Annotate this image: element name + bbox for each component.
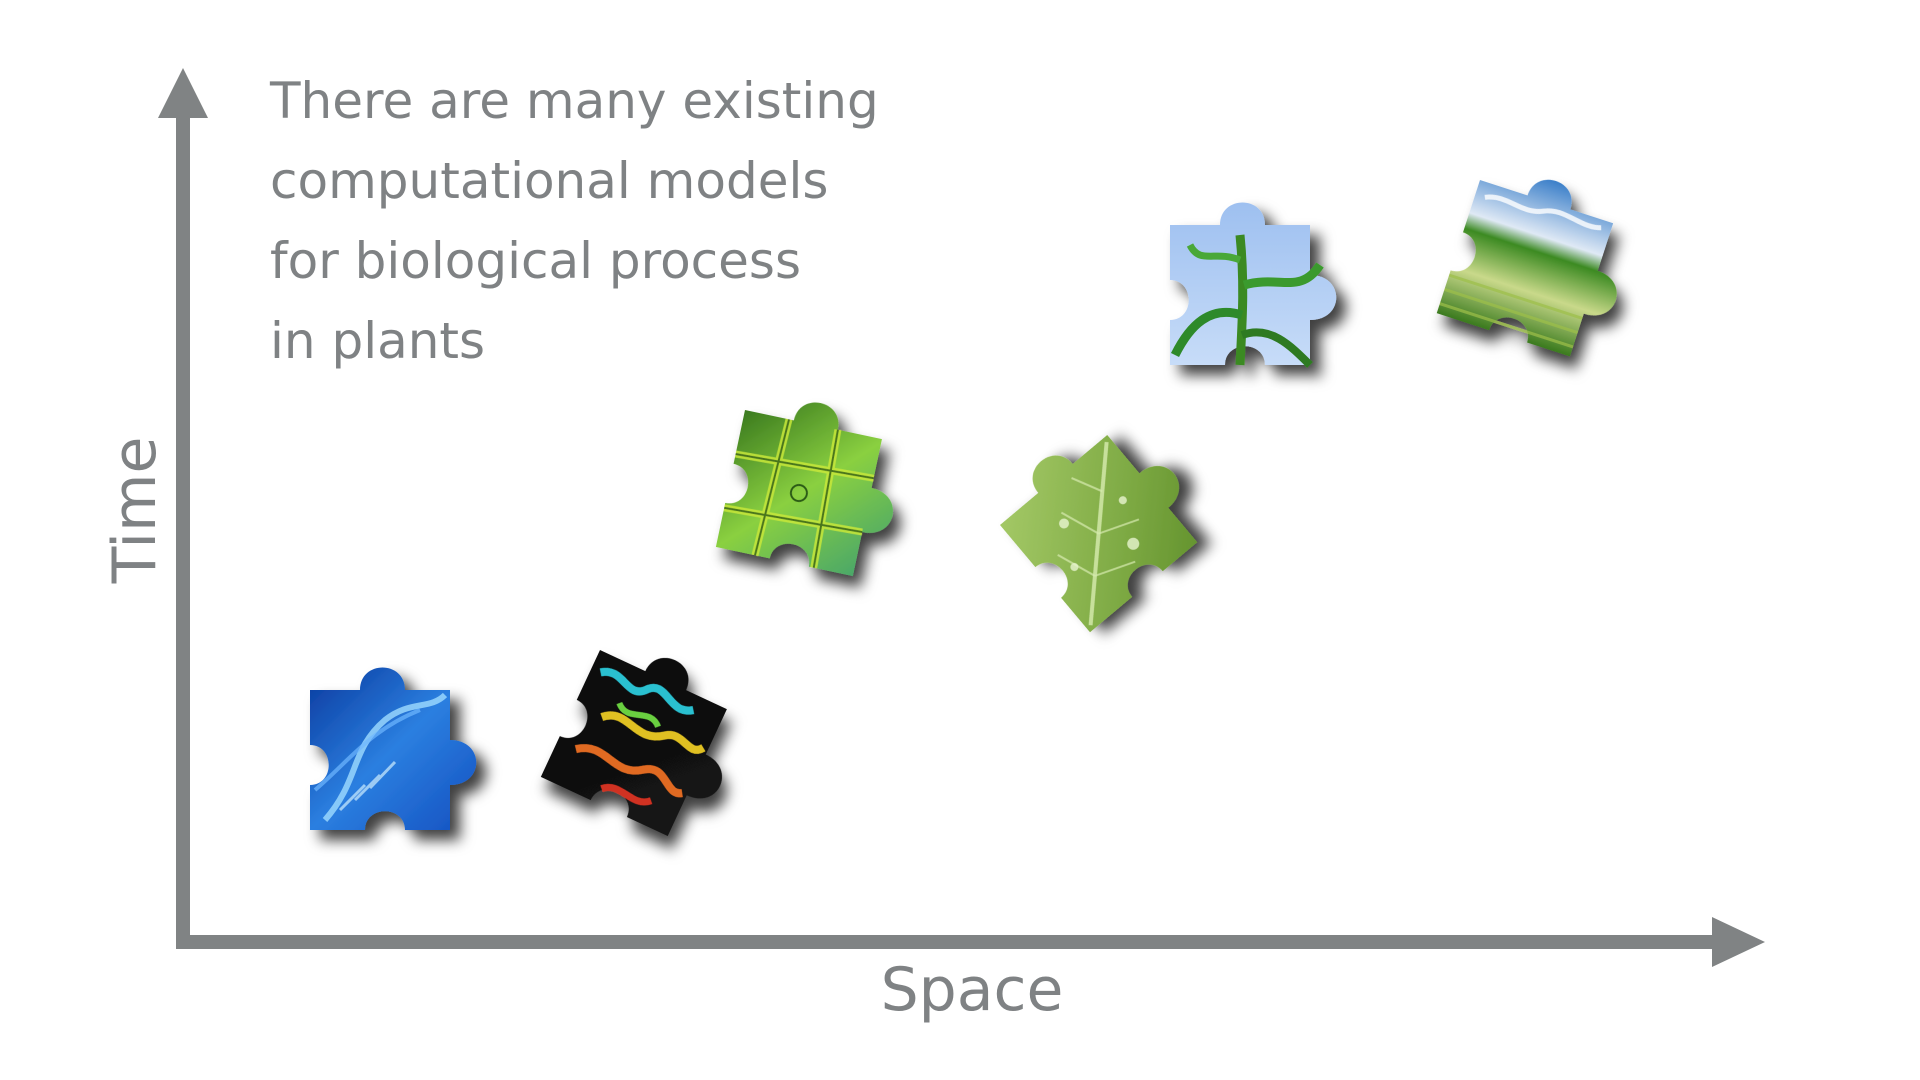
heading: There are many existing computational mo… <box>269 72 879 370</box>
y-axis-arrow-icon <box>158 68 208 118</box>
heading-line-2: computational models <box>270 152 828 210</box>
puzzle-piece-dna <box>310 667 477 830</box>
heading-line-1: There are many existing <box>269 72 879 130</box>
y-axis-label: Time <box>100 437 170 585</box>
x-axis-arrow-icon <box>1712 917 1765 967</box>
heading-line-3: for biological process <box>270 232 801 290</box>
puzzle-piece-protein <box>540 629 761 848</box>
puzzle-piece-leaf <box>985 400 1218 633</box>
puzzle-piece-field <box>1436 158 1646 365</box>
puzzle-pieces <box>310 158 1646 848</box>
heading-line-4: in plants <box>270 312 485 370</box>
puzzle-piece-corn-plant <box>1170 202 1337 368</box>
x-axis-label: Space <box>881 955 1064 1025</box>
axes <box>158 68 1765 967</box>
puzzle-piece-plant-cells <box>715 387 913 582</box>
